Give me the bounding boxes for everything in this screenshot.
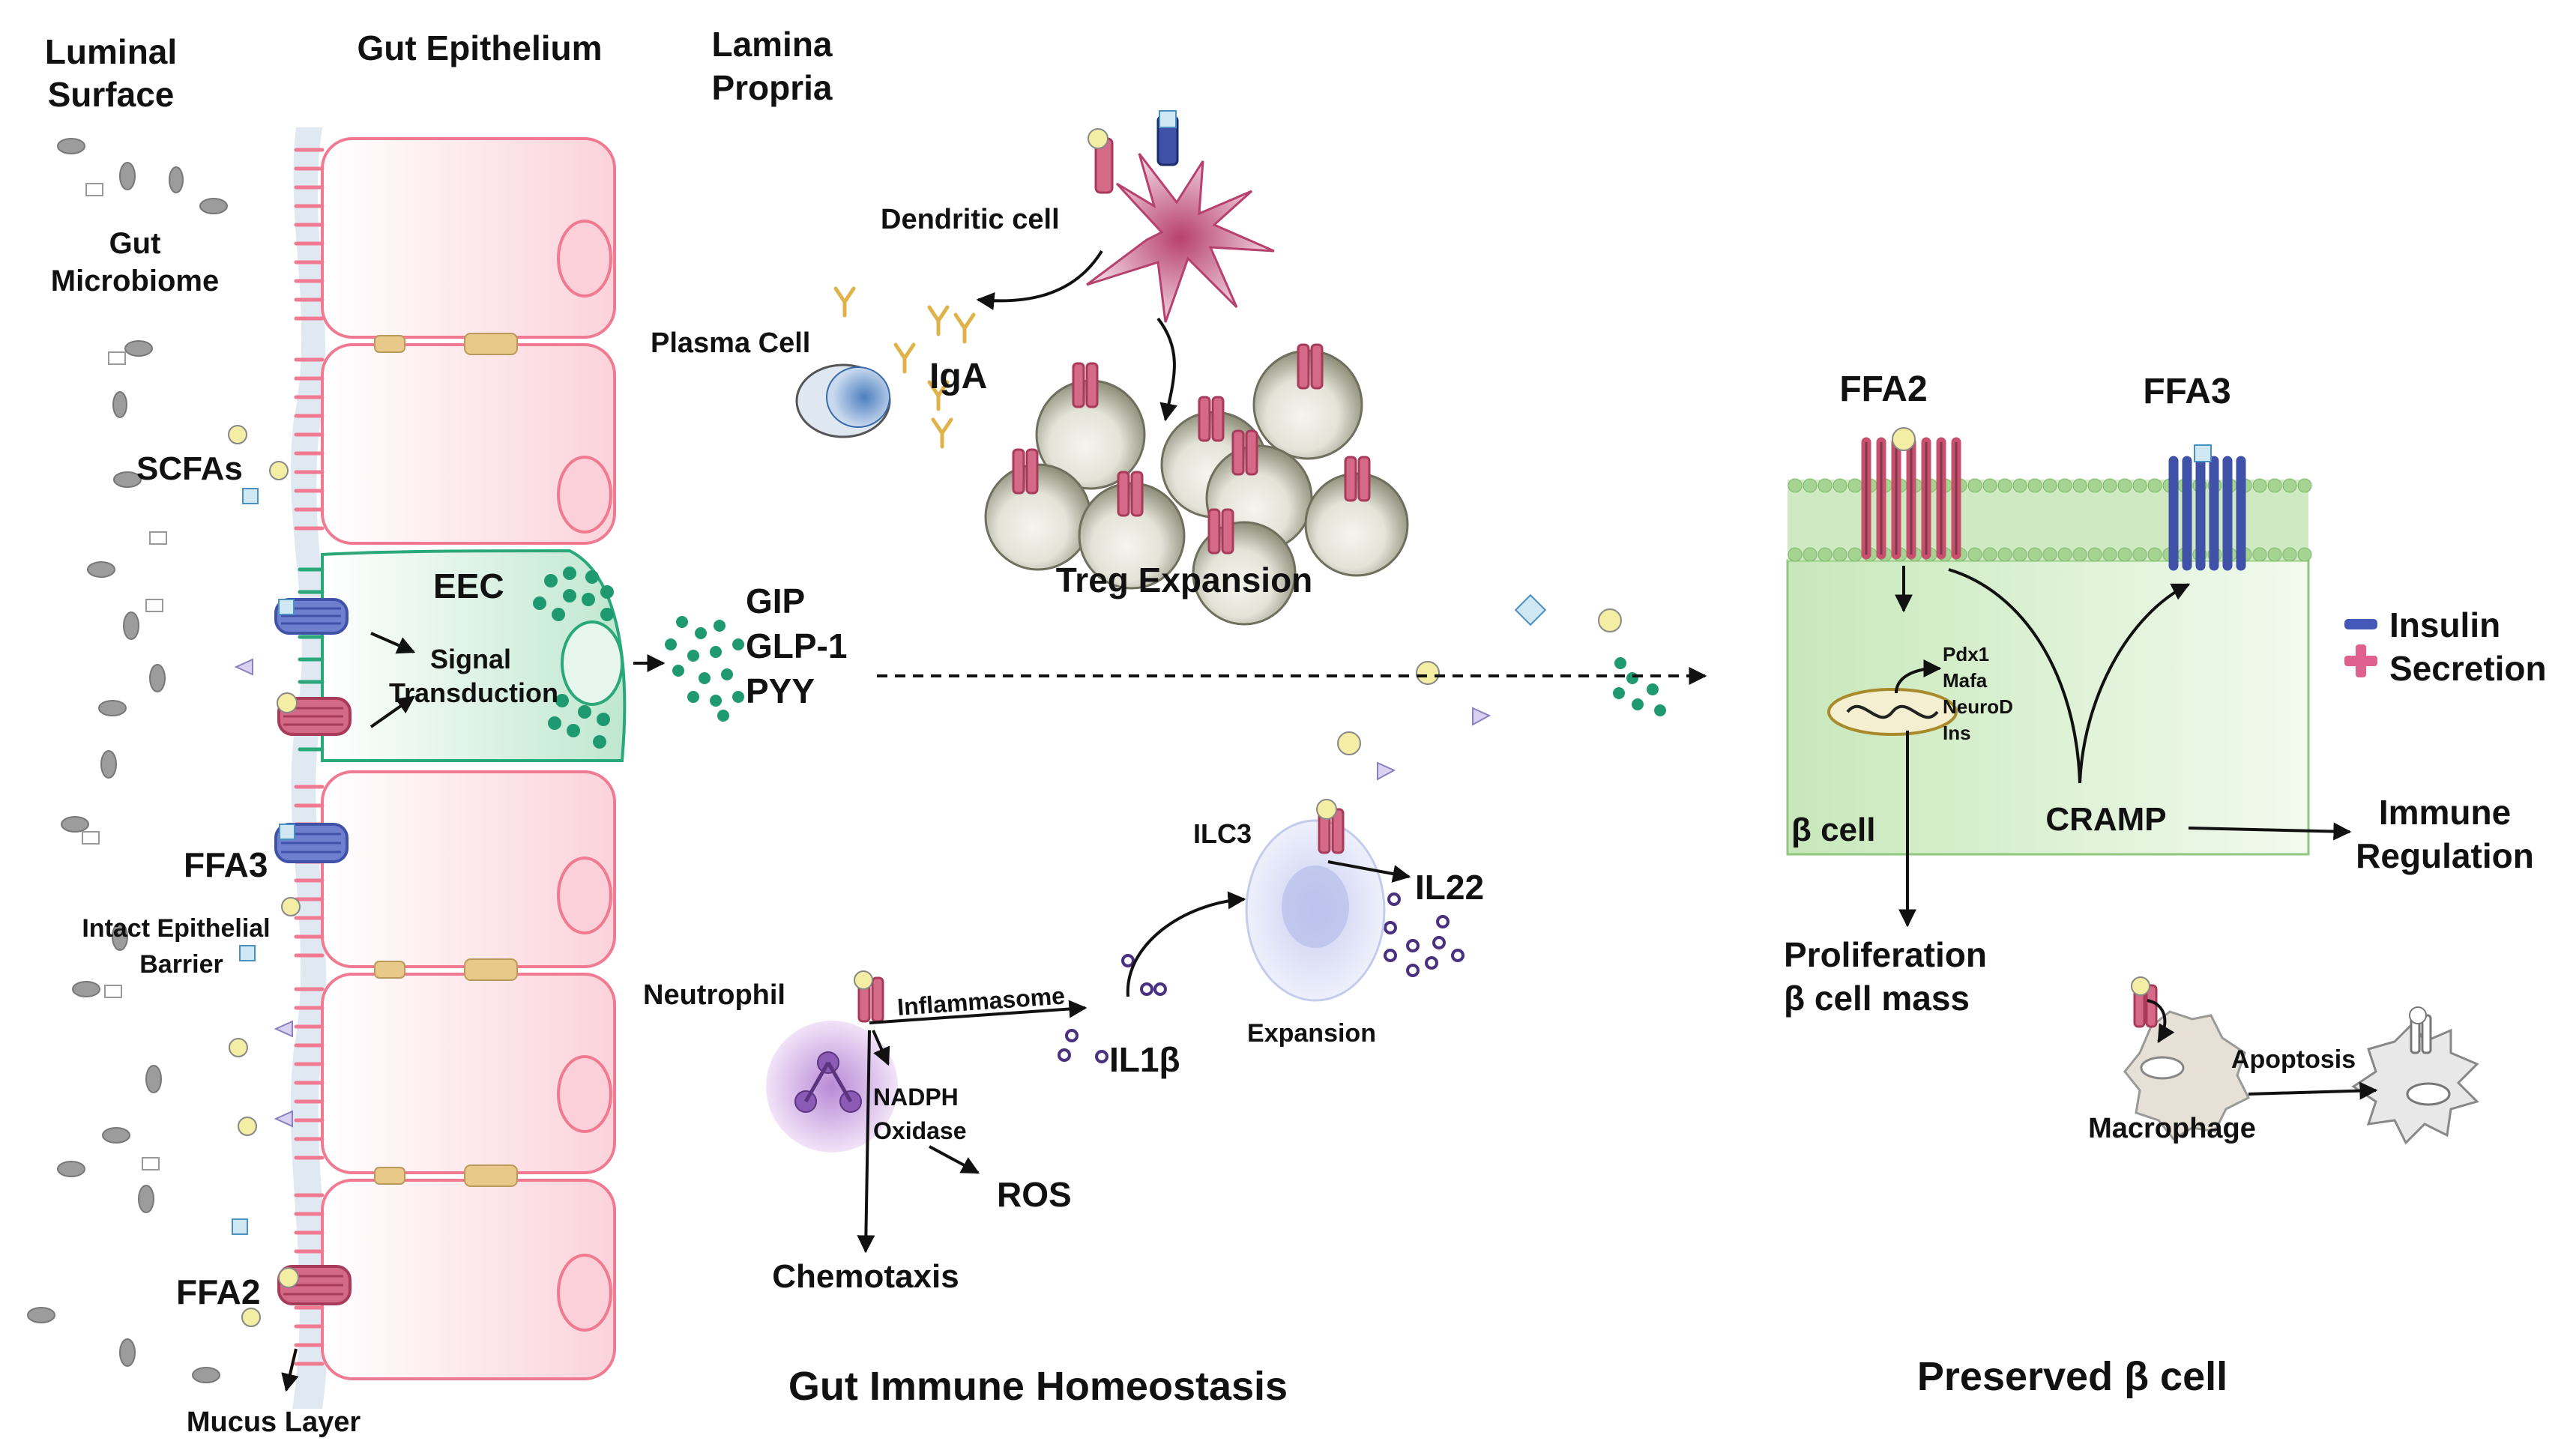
beta-cell (1786, 478, 2312, 856)
label-proliferation-line2: β cell mass (1784, 979, 1970, 1018)
label-eec: EEC (433, 567, 504, 605)
flow-arrows (281, 250, 2378, 1392)
label-ilc3: ILC3 (1193, 818, 1252, 849)
apoptotic-macrophage (2351, 1006, 2479, 1145)
label-cramp: CRAMP (2045, 801, 2166, 838)
label-nadph-line1: NADPH (873, 1084, 959, 1111)
label-il22: IL22 (1415, 868, 1484, 907)
epithelium-ffa2-receptor-upper (277, 692, 352, 736)
macrophage-cell (2123, 976, 2251, 1141)
text-labels: Luminal Surface Gut Epithelium Lamina Pr… (45, 25, 2547, 1438)
epithelium-ffa3-receptor-lower (274, 823, 349, 863)
label-ffa3-beta: FFA3 (2143, 372, 2230, 411)
microbiome-bacteria (27, 138, 228, 1383)
dendritic-cell (1086, 110, 1275, 323)
label-expansion: Expansion (1247, 1019, 1376, 1048)
label-dendritic-cell: Dendritic cell (881, 204, 1060, 235)
legend-secretion: Secretion (2389, 649, 2547, 688)
label-treg-expansion: Treg Expansion (1056, 561, 1313, 599)
label-nadph-line2: Oxidase (873, 1117, 967, 1144)
label-iga: IgA (929, 357, 987, 396)
label-gene-pdx1: Pdx1 (1943, 643, 1989, 665)
label-plasma-cell: Plasma Cell (651, 327, 810, 359)
label-barrier-line2: Barrier (139, 950, 223, 979)
beta-ffa2-receptor (1861, 427, 1961, 560)
mucus-layer (290, 127, 328, 1409)
cytokine-dots (1058, 886, 1465, 1063)
label-apoptosis: Apoptosis (2231, 1045, 2356, 1074)
label-signal-line1: Signal (430, 644, 511, 674)
header-luminal-line2: Surface (48, 75, 175, 114)
label-macrophage: Macrophage (2088, 1113, 2256, 1144)
header-lamina-line1: Lamina (711, 25, 832, 64)
insulin-minus-icon (2344, 619, 2377, 629)
epithelium-ffa2-receptor-lower (277, 1265, 352, 1305)
title-gut-immune-homeostasis: Gut Immune Homeostasis (788, 1364, 1288, 1409)
beta-ffa3-receptor (2168, 444, 2246, 571)
epithelium-ffa3-receptor-upper (274, 598, 349, 635)
hormone-granules (665, 616, 744, 722)
label-il1b: IL1β (1109, 1040, 1180, 1079)
label-immune-line1: Immune (2379, 793, 2511, 832)
legend-insulin: Insulin (2389, 605, 2500, 644)
header-luminal-line1: Luminal (45, 32, 177, 71)
label-gene-ins: Ins (1943, 722, 1971, 744)
label-hormone-pyy: PYY (746, 671, 815, 710)
label-microbiome-line2: Microbiome (51, 265, 219, 297)
label-immune-line2: Regulation (2356, 836, 2534, 875)
label-ffa3-epithelium: FFA3 (184, 845, 268, 884)
label-hormone-glp1: GLP-1 (746, 626, 847, 665)
label-proliferation-line1: Proliferation (1784, 935, 1987, 974)
label-scfas: SCFAs (136, 450, 243, 487)
label-ffa2-epithelium: FFA2 (176, 1272, 260, 1311)
label-gene-neurod: NeuroD (1943, 695, 2013, 718)
label-microbiome-line1: Gut (109, 227, 161, 260)
iga-antibodies (833, 286, 976, 449)
header-lamina-line2: Propria (711, 68, 832, 107)
circulating-molecules (1337, 593, 1666, 781)
label-ffa2-beta: FFA2 (1839, 369, 1927, 409)
label-mucus-layer: Mucus Layer (187, 1407, 361, 1438)
label-barrier-line1: Intact Epithelial (82, 914, 270, 943)
label-hormone-gip: GIP (746, 581, 805, 620)
label-signal-line2: Transduction (389, 677, 558, 708)
secretion-plus-icon (2344, 644, 2377, 677)
neutrophil-cell (766, 970, 898, 1153)
scfa-molecules (228, 425, 301, 1327)
treg-cells (984, 343, 1409, 626)
label-neutrophil: Neutrophil (643, 979, 785, 1011)
label-beta-cell: β cell (1791, 812, 1875, 848)
label-gene-mafa: Mafa (1943, 669, 1988, 692)
label-ros: ROS (997, 1175, 1072, 1214)
epithelial-cells (294, 137, 616, 1380)
title-preserved-beta-cell: Preserved β cell (1917, 1354, 2227, 1399)
header-gut-epithelium: Gut Epithelium (357, 28, 602, 67)
microbiome-squares (82, 183, 167, 1170)
label-inflammasome: Inflammasome (896, 982, 1066, 1021)
ilc3-cell (1245, 799, 1386, 1002)
label-chemotaxis: Chemotaxis (772, 1258, 959, 1295)
plasma-cell (795, 363, 891, 438)
